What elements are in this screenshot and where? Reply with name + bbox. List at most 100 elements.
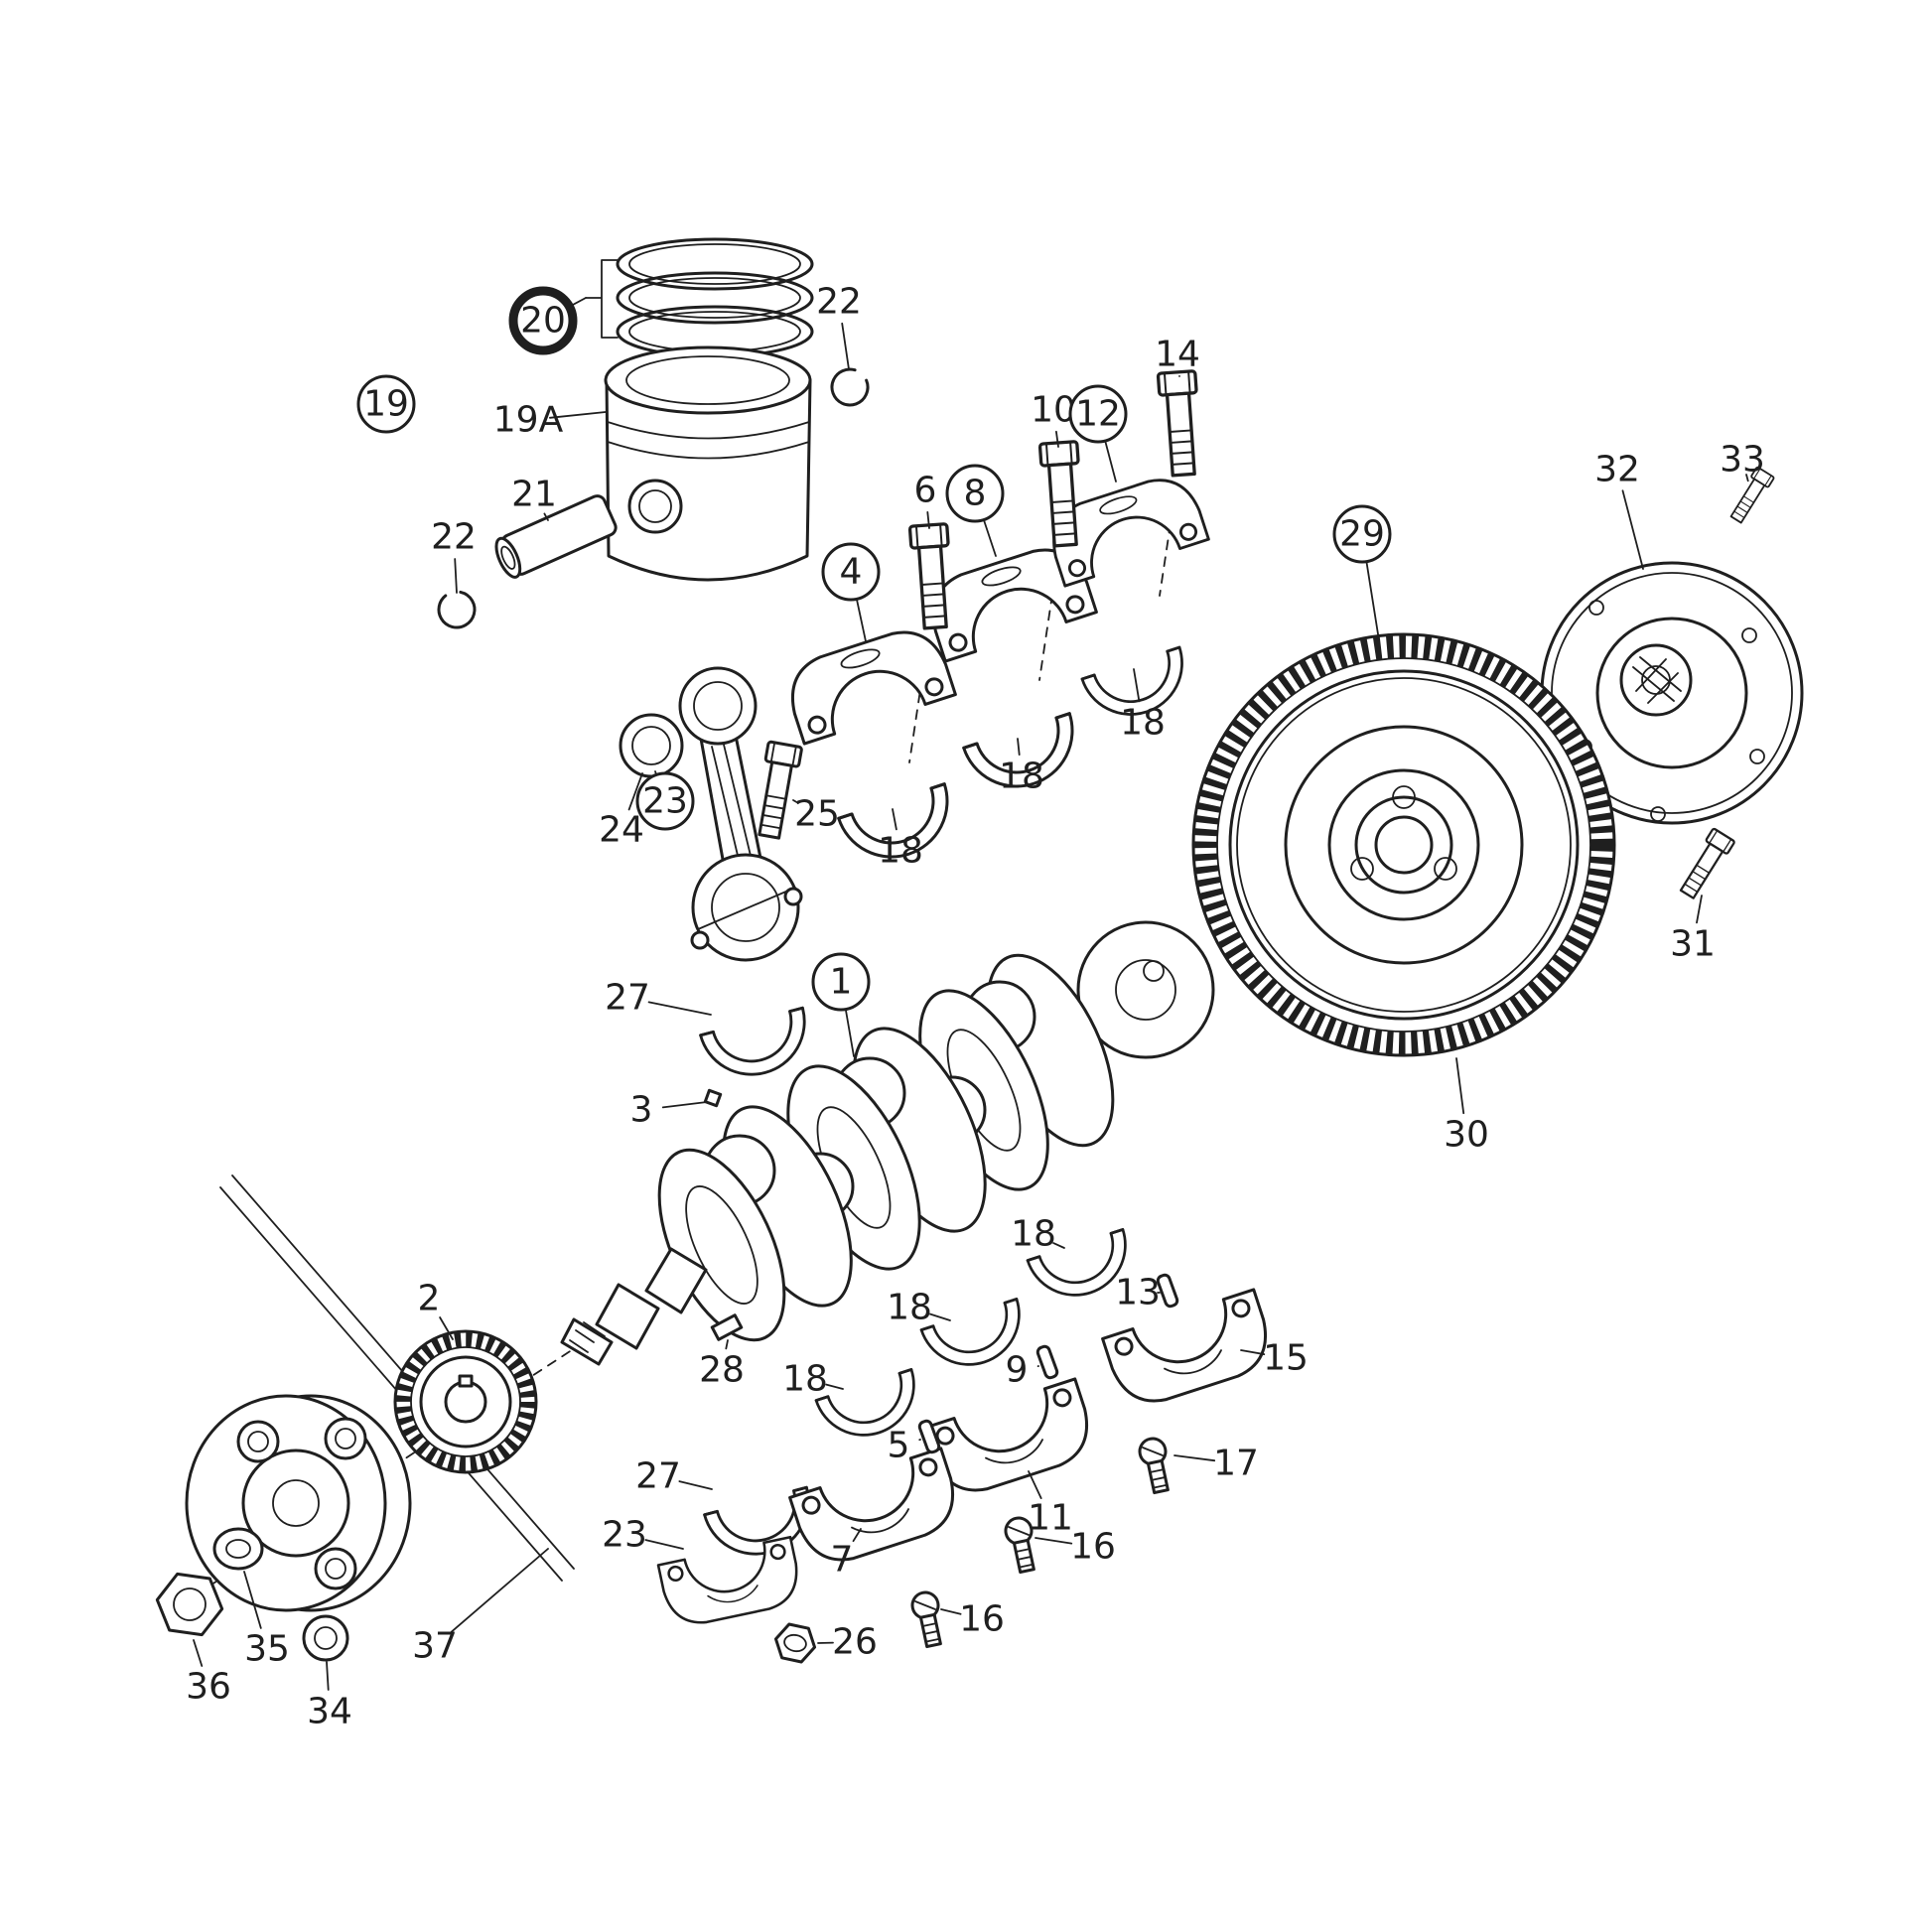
leader-line (1052, 1242, 1065, 1249)
part-number: 8 (964, 474, 987, 514)
part-label-14: 14 (1155, 335, 1200, 377)
leader-line (439, 1316, 454, 1340)
part-label-35: 35 (243, 1571, 290, 1670)
cap-screw-16 (908, 1588, 948, 1650)
part-label-10: 10 (1031, 390, 1076, 448)
ring-grooves (607, 421, 810, 460)
part-label-7: 7 (831, 1528, 862, 1581)
part-label-32: 32 (1594, 450, 1644, 570)
part-label-36: 36 (186, 1639, 231, 1708)
plate-screw-31 (1675, 827, 1736, 902)
leader-line (661, 1101, 708, 1109)
leader-line (825, 1383, 844, 1390)
hub-34 (302, 1614, 349, 1662)
part-number: 23 (642, 781, 688, 822)
part-label-24: 24 (599, 772, 644, 851)
part-label-18: 18 (1120, 668, 1166, 744)
part-label-27: 27 (605, 978, 712, 1019)
cover-edge-line (219, 1186, 563, 1582)
part-number: 19 (363, 384, 409, 425)
part-number: 22 (431, 517, 477, 558)
part-label-18: 18 (999, 738, 1044, 797)
part-number: 33 (1720, 440, 1765, 481)
crankshaft (560, 920, 1215, 1366)
key-3 (703, 1088, 723, 1108)
part-number: 18 (999, 757, 1044, 797)
part-label-37: 37 (412, 1548, 549, 1667)
leader-line (725, 1339, 729, 1350)
piston-ring-set (616, 237, 814, 358)
part-number: 6 (914, 471, 937, 511)
part-number: 2 (418, 1279, 441, 1319)
ring-set-bracket (585, 259, 619, 339)
part-label-1: 1 (811, 952, 871, 1057)
part-number: 9 (1006, 1350, 1029, 1391)
part-number: 18 (878, 831, 923, 872)
part-label-18: 18 (887, 1288, 951, 1328)
leader-line (1365, 560, 1380, 641)
part-label-21: 21 (511, 475, 557, 521)
leader-line (450, 1548, 549, 1633)
leader-line (454, 558, 458, 594)
part-number: 18 (782, 1359, 828, 1400)
part-number: 21 (511, 475, 557, 515)
leader-line (1745, 474, 1749, 483)
part-label-18: 18 (782, 1359, 844, 1400)
main-bearing-cap-7 (788, 1447, 967, 1574)
part-number: 20 (520, 301, 566, 342)
part-number: 17 (1213, 1444, 1259, 1484)
part-number: 16 (1070, 1527, 1116, 1568)
part-label-30: 30 (1444, 1057, 1489, 1156)
thrust-bearing-cap-23 (656, 1535, 806, 1631)
leader-line (1017, 738, 1021, 756)
leader-line (1133, 668, 1141, 703)
part-label-23: 23 (635, 770, 695, 831)
dowel-9 (1035, 1343, 1060, 1381)
crankshaft-gear (393, 1329, 538, 1474)
cap-bolt-14 (1156, 368, 1204, 479)
part-number: 10 (1031, 390, 1076, 431)
snap-ring-22 (824, 361, 876, 413)
part-label-8: 8 (945, 464, 1005, 557)
part-label-16: 16 (1035, 1527, 1116, 1568)
part-number: 16 (959, 1599, 1005, 1640)
part-number: 3 (630, 1090, 653, 1131)
part-number: 26 (832, 1622, 878, 1663)
leader-line (856, 598, 867, 642)
callout-circle (635, 771, 695, 831)
part-label-34: 34 (307, 1661, 352, 1732)
small-end-bushing (619, 713, 684, 778)
washer-35 (212, 1527, 264, 1571)
part-label-12: 12 (1068, 384, 1128, 483)
part-number: 30 (1444, 1115, 1489, 1156)
part-number: 32 (1594, 450, 1640, 490)
part-label-27: 27 (635, 1456, 713, 1497)
part-label-16: 16 (940, 1599, 1005, 1640)
part-number: 18 (887, 1288, 932, 1328)
leader-line (1240, 1349, 1266, 1355)
leader-line (1696, 895, 1703, 924)
cap-split-line (697, 887, 796, 930)
part-label-11: 11 (1028, 1470, 1073, 1539)
leader-line (844, 1008, 855, 1057)
leader-line (543, 512, 549, 521)
cap-screw-17 (1136, 1435, 1175, 1496)
part-number: 19A (493, 400, 564, 441)
thread-hatching (569, 1321, 606, 1353)
leader-line (549, 411, 607, 419)
woodruff-key-28 (710, 1313, 744, 1341)
leader-line (926, 511, 930, 529)
part-number: 12 (1075, 394, 1121, 435)
part-label-31: 31 (1670, 895, 1716, 965)
callout-circle (811, 952, 871, 1012)
part-number: 35 (244, 1629, 290, 1670)
pulley-damper (155, 1394, 412, 1662)
part-label-23: 23 (602, 1515, 684, 1556)
part-number: 23 (602, 1515, 647, 1556)
part-label-4: 4 (821, 542, 881, 642)
part-number: 31 (1670, 924, 1716, 965)
gear-keyway (458, 1374, 474, 1388)
part-label-22: 22 (431, 517, 477, 594)
